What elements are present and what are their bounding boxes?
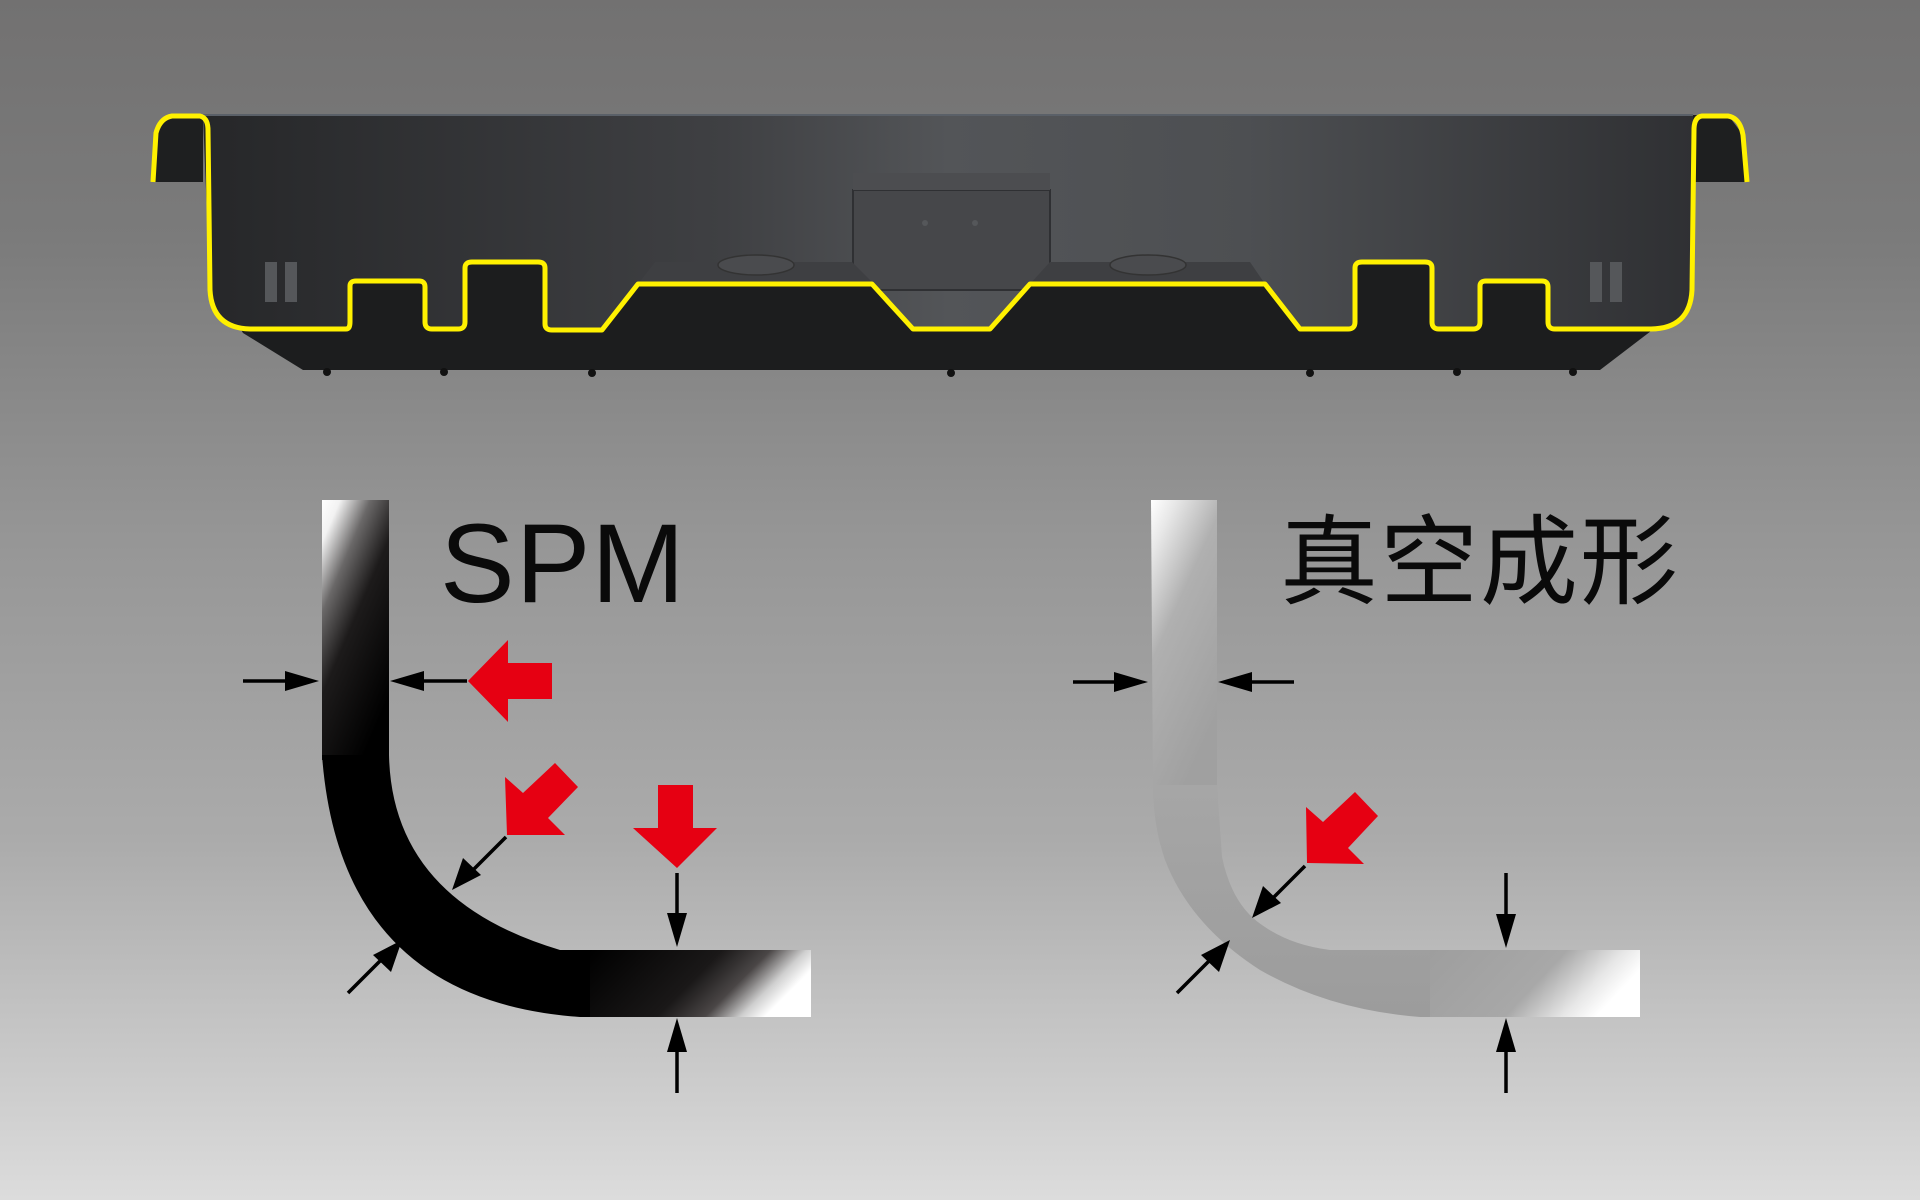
vacuum-pressure-arrow-diagonal-icon [1306,792,1378,864]
tray-base-section [240,262,1655,370]
tray-center-post-top [853,173,1050,190]
tray-feet [323,368,1577,377]
tray-center-post [852,189,1051,291]
tray-lip-left [153,115,203,182]
tray-cross-section [150,113,1750,377]
spm-pressure-arrows [468,640,717,868]
tray-wall-profile-highlight [150,113,1750,333]
tray-boss-left [717,254,795,276]
spm-bar-vertical [322,500,389,760]
pressure-arrow-down-icon [633,785,717,868]
vacuum-bar-horizontal [1430,950,1640,1017]
vacuum-bar-corner [1153,785,1440,1017]
spm-bar-corner [322,755,600,1017]
spm-bar-horizontal [590,950,811,1017]
vacuum-forming-diagram [1073,500,1640,1093]
vacuum-bar-vertical [1151,500,1217,790]
tray-boss-right [1109,254,1187,276]
spm-diagram [243,500,811,1093]
spm-label: SPM [440,501,686,626]
vacuum-dimension-arrows [1073,672,1516,1093]
spm-dimension-arrows [243,671,687,1093]
tray-platform-left [638,262,890,300]
tray-lip-right [1693,115,1747,182]
pressure-arrow-left-icon [468,640,552,722]
vacuum-forming-label: 真空成形 [1280,506,1681,620]
pressure-arrow-diagonal-icon [505,763,578,835]
